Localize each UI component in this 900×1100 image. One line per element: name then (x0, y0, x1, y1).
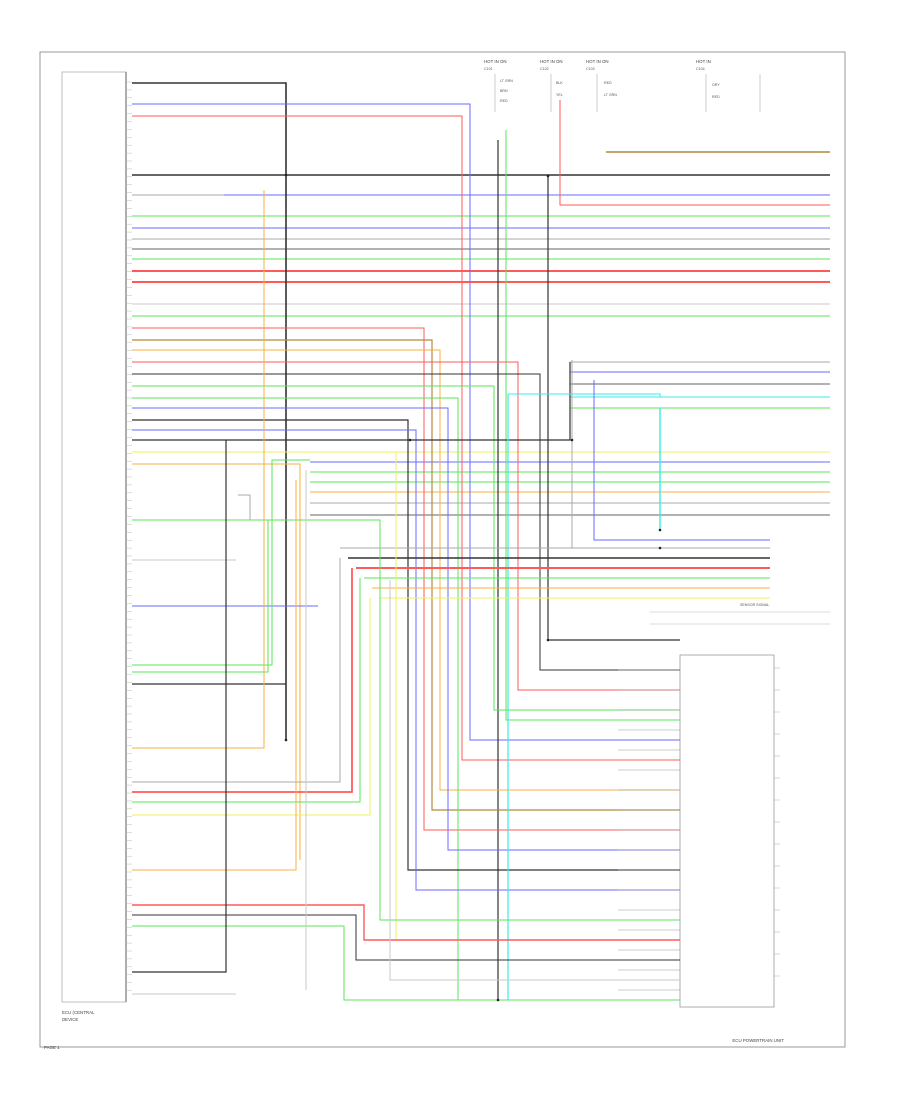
wire (132, 578, 361, 803)
top-connector-line: BLK (556, 81, 563, 85)
right-pin-labels (774, 667, 780, 977)
wire (132, 519, 680, 921)
wire (132, 397, 459, 1000)
top-connector-line: YEL (556, 93, 563, 97)
top-connector-title: HOT IN ON (586, 59, 609, 64)
top-connector-line: RED (712, 95, 720, 99)
wire (132, 494, 251, 521)
top-connector-title: HOT IN ON (484, 59, 507, 64)
splice-joints (284, 173, 662, 1002)
top-connector-line: BRN (500, 89, 508, 93)
top-connector-line: C103 (586, 67, 595, 71)
page-code: PAGE 1 (44, 1045, 60, 1050)
wire (132, 349, 680, 791)
wire (132, 520, 269, 673)
wire (593, 380, 770, 541)
top-connector-line: C101 (484, 67, 493, 71)
wire (132, 82, 287, 740)
top-connector-4: HOT IN C104 GRY RED (696, 59, 720, 99)
wire (132, 419, 680, 871)
page-frame (39, 51, 846, 1048)
top-connector-line: GRY (712, 83, 720, 87)
wire (559, 100, 830, 206)
top-connector-1: HOT IN ON C101 LT GRN BRN RED (484, 59, 513, 103)
left-pin-labels (126, 81, 132, 991)
splice-dot (546, 174, 550, 178)
splice-dot (408, 438, 412, 442)
right-module-box (679, 654, 775, 1008)
splice-dot (658, 528, 662, 532)
wire (132, 362, 571, 441)
top-connector-title: HOT IN (696, 59, 711, 64)
top-connector-ticks (494, 74, 761, 112)
top-connector-2: HOT IN ON C102 BLK YEL (540, 59, 563, 97)
wire (132, 190, 265, 749)
left-module-title: ECU (CENTRAL (62, 1010, 95, 1015)
left-module-box (61, 71, 127, 1003)
wire (132, 373, 680, 671)
wire (132, 440, 227, 973)
wire (132, 327, 680, 831)
wire (132, 925, 680, 1001)
wire (132, 407, 680, 851)
diagram-note: SENSOR SIGNAL (740, 603, 769, 607)
right-module-title: ECU POWERTRAIN UNIT (732, 1038, 784, 1043)
wire (132, 115, 680, 761)
top-connector-line: C102 (540, 67, 549, 71)
wire (132, 558, 341, 783)
wire (389, 580, 680, 981)
top-connector-line: RED (500, 99, 508, 103)
splice-dot (570, 438, 574, 442)
wire (132, 914, 680, 961)
top-connector-title: HOT IN ON (540, 59, 563, 64)
splice-dot (496, 998, 500, 1002)
splice-dot (546, 638, 550, 642)
top-connector-line: LT GRN (604, 93, 617, 97)
wire (132, 598, 371, 816)
wire (132, 103, 680, 741)
top-connector-line: RED (604, 81, 612, 85)
wire (132, 459, 310, 666)
wire (132, 429, 680, 891)
wire (505, 130, 680, 721)
top-connector-line: LT GRN (500, 79, 513, 83)
wire (132, 463, 301, 860)
wire (132, 339, 680, 811)
left-module-subtitle: DEVICE (62, 1017, 78, 1022)
wire-layer (132, 82, 830, 1001)
top-connector-3: HOT IN ON C103 RED LT GRN (586, 59, 617, 97)
splice-dot (284, 173, 288, 177)
top-connector-line: C104 (696, 67, 705, 71)
wire (132, 480, 297, 871)
splice-dot (658, 546, 662, 550)
wire (508, 393, 661, 397)
splice-dot (284, 738, 288, 742)
wire (132, 361, 680, 691)
wire (132, 451, 397, 940)
wire (132, 568, 353, 793)
wire (132, 904, 680, 941)
